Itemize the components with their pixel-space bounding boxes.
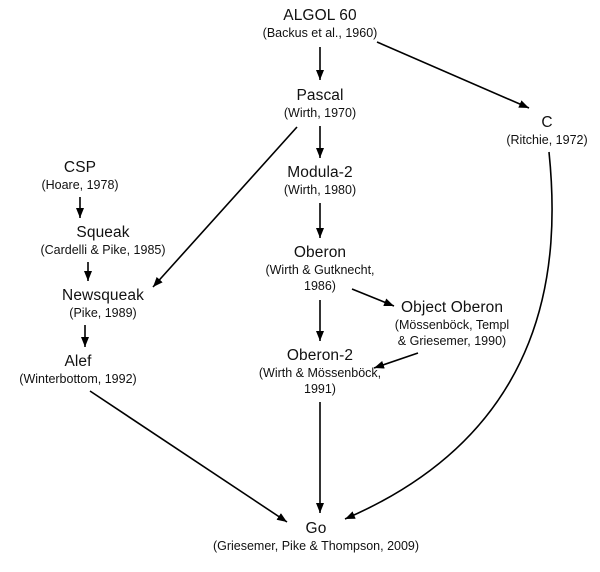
node-pascal-caption: (Wirth, 1970) bbox=[283, 106, 357, 120]
node-alef: Alef (Winterbottom, 1992) bbox=[3, 352, 153, 387]
node-pascal: Pascal (Wirth, 1970) bbox=[250, 86, 390, 121]
node-squeak-name: Squeak bbox=[76, 224, 130, 241]
node-algol60: ALGOL 60 (Backus et al., 1960) bbox=[230, 6, 410, 41]
node-csp: CSP (Hoare, 1978) bbox=[20, 158, 140, 193]
node-csp-name: CSP bbox=[63, 159, 97, 176]
node-oberon-caption: (Wirth & Gutknecht, 1986) bbox=[265, 263, 375, 293]
node-c-name: C bbox=[541, 114, 553, 131]
node-oberon: Oberon (Wirth & Gutknecht, 1986) bbox=[240, 243, 400, 294]
node-pascal-name: Pascal bbox=[296, 87, 344, 104]
node-modula2: Modula-2 (Wirth, 1980) bbox=[250, 163, 390, 198]
node-oberon2: Oberon-2 (Wirth & Mössenböck, 1991) bbox=[240, 346, 400, 397]
node-go-caption: (Griesemer, Pike & Thompson, 2009) bbox=[212, 539, 420, 553]
node-alef-caption: (Winterbottom, 1992) bbox=[19, 372, 137, 386]
node-go: Go (Griesemer, Pike & Thompson, 2009) bbox=[186, 519, 446, 554]
node-modula2-name: Modula-2 bbox=[287, 164, 353, 181]
node-squeak: Squeak (Cardelli & Pike, 1985) bbox=[18, 223, 188, 258]
node-newsqueak-name: Newsqueak bbox=[62, 287, 144, 304]
node-newsqueak-caption: (Pike, 1989) bbox=[69, 306, 137, 320]
edge-oberon-object-oberon bbox=[351, 288, 395, 307]
node-modula2-caption: (Wirth, 1980) bbox=[283, 183, 357, 197]
node-c-caption: (Ritchie, 1972) bbox=[506, 133, 588, 147]
edge-alef-go bbox=[89, 390, 288, 523]
node-object-oberon-caption: (Mössenböck, Templ & Griesemer, 1990) bbox=[394, 318, 510, 348]
node-oberon-name: Oberon bbox=[293, 244, 347, 261]
node-newsqueak: Newsqueak (Pike, 1989) bbox=[33, 286, 173, 321]
node-oberon2-name: Oberon-2 bbox=[286, 347, 354, 364]
edge-pascal-newsqueak bbox=[152, 126, 298, 288]
edge-object-oberon-oberon2 bbox=[373, 352, 419, 369]
edge-algol60-c bbox=[376, 41, 530, 109]
node-alef-name: Alef bbox=[64, 353, 92, 370]
node-object-oberon: Object Oberon (Mössenböck, Templ & Gries… bbox=[372, 298, 532, 349]
node-algol60-name: ALGOL 60 bbox=[283, 7, 357, 24]
node-algol60-caption: (Backus et al., 1960) bbox=[262, 26, 378, 40]
node-object-oberon-name: Object Oberon bbox=[400, 299, 504, 316]
node-c: C (Ritchie, 1972) bbox=[487, 113, 600, 148]
node-oberon2-caption: (Wirth & Mössenböck, 1991) bbox=[258, 366, 382, 396]
node-go-name: Go bbox=[305, 520, 327, 537]
edge-c-go bbox=[344, 151, 553, 520]
node-csp-caption: (Hoare, 1978) bbox=[41, 178, 119, 192]
node-squeak-caption: (Cardelli & Pike, 1985) bbox=[40, 243, 166, 257]
